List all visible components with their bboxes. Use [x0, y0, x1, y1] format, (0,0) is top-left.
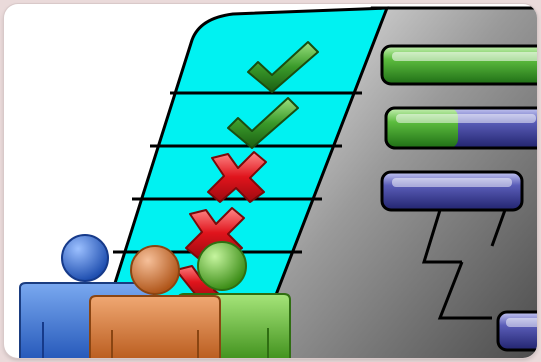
red-cross-icon [207, 151, 267, 203]
gantt-dependency-lines [421, 209, 507, 320]
gantt-bar-3 [380, 170, 524, 212]
project-illustration [19, 6, 537, 358]
gantt-bar-1 [380, 44, 537, 86]
gantt-bar-2 [384, 106, 537, 150]
checklist-row-lines [113, 91, 362, 254]
person-icon-orange [89, 245, 221, 358]
gantt-bar-4 [496, 310, 537, 352]
green-check-icon [227, 97, 299, 149]
illustration-frame [4, 4, 537, 358]
green-check-icon [247, 41, 319, 93]
